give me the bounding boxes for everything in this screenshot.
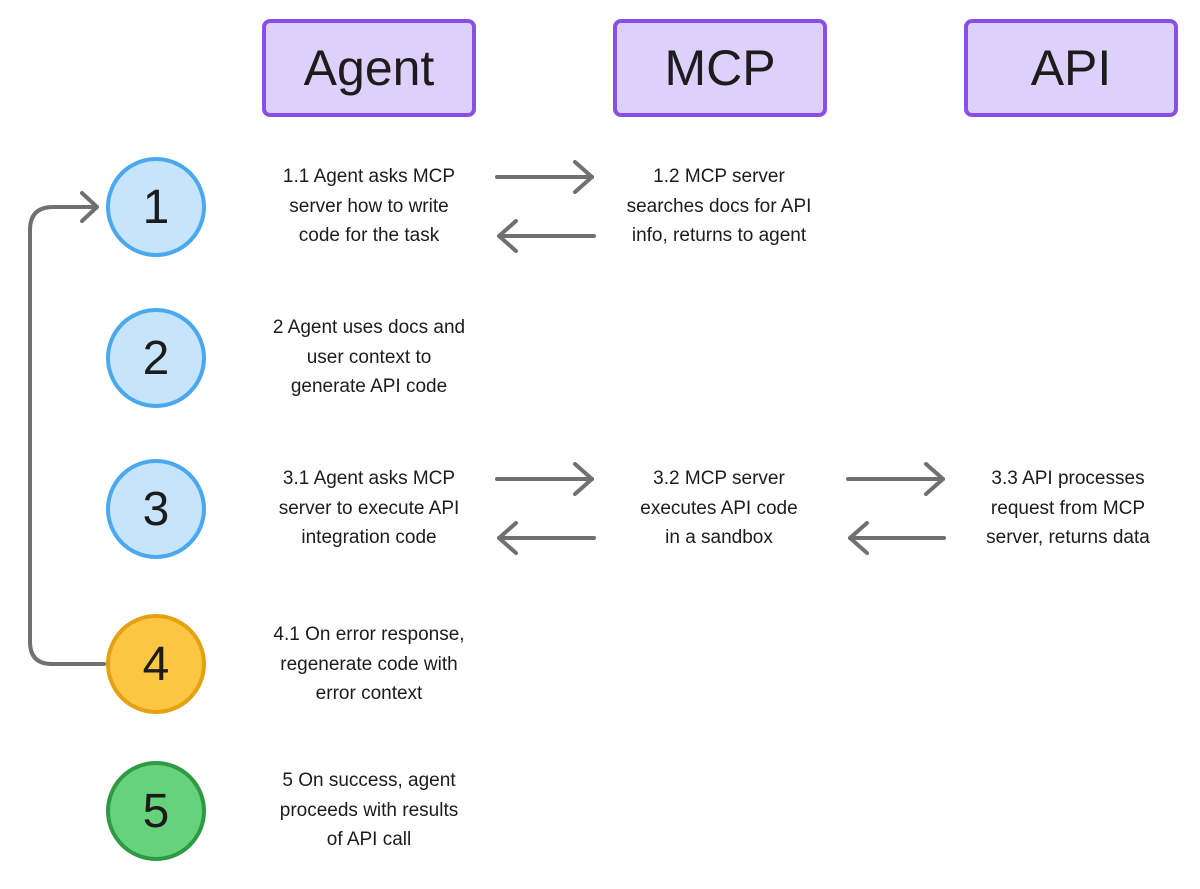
api-header: API [964, 19, 1178, 117]
step-3-circle: 3 [106, 459, 206, 559]
step-1-2-text: 1.2 MCP server searches docs for API inf… [626, 166, 812, 246]
step-4-circle: 4 [106, 614, 206, 714]
step-3-1-text: 3.1 Agent asks MCP server to execute API… [278, 468, 460, 548]
step-1-1-text: 1.1 Agent asks MCP server how to write c… [282, 166, 456, 246]
step-5-circle: 5 [106, 761, 206, 861]
step-3-3-text: 3.3 API processes request from MCP serve… [986, 468, 1150, 548]
retry-loop-arrow [28, 191, 106, 666]
agent-header: Agent [262, 19, 476, 117]
step-3-2-text: 3.2 MCP server executes API code in a sa… [640, 468, 798, 548]
arrow-api-to-mcp-step3 [848, 521, 946, 555]
step-4-1-text: 4.1 On error response, regenerate code w… [273, 624, 465, 704]
step-2-circle: 2 [106, 308, 206, 408]
mcp-header: MCP [613, 19, 827, 117]
arrow-agent-to-mcp-step1 [495, 160, 594, 194]
arrow-mcp-to-agent-step1 [497, 219, 596, 253]
step-2-text: 2 Agent uses docs and user context to ge… [272, 317, 466, 397]
arrow-mcp-to-agent-step3 [497, 521, 596, 555]
arrow-agent-to-mcp-step3 [495, 462, 594, 496]
step-1-circle: 1 [106, 157, 206, 257]
step-5-text: 5 On success, agent proceeds with result… [279, 770, 459, 850]
arrow-mcp-to-api-step3 [846, 462, 945, 496]
